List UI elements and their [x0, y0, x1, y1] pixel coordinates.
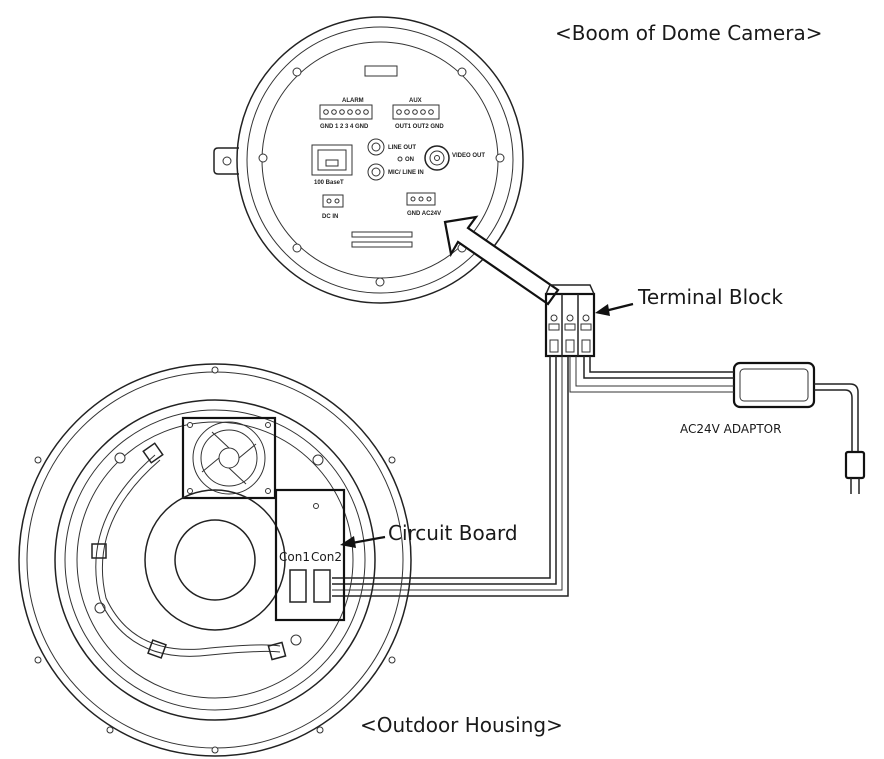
on-label: ON — [405, 157, 414, 163]
video-out-label: VIDEO OUT — [452, 153, 485, 159]
circuit-board-pointer — [340, 535, 386, 548]
aux-terminal: AUX OUT1 OUT2 GND — [392, 98, 444, 130]
connection-arrow — [443, 215, 560, 306]
ac24v-adaptor — [732, 361, 866, 494]
cooling-fan — [181, 416, 277, 500]
alarm-pins-label: GND 1 2 3 4 GND — [320, 124, 369, 130]
terminal-block — [544, 284, 596, 358]
aux-label: AUX — [409, 98, 422, 104]
lan-label: 100 BaseT — [314, 180, 344, 186]
circuit-board-label: Circuit Board — [388, 521, 518, 545]
terminal-block-label: Terminal Block — [637, 285, 783, 309]
terminal-block-pointer — [595, 302, 634, 316]
circuit-board: Con1 Con2 — [274, 488, 346, 622]
outdoor-housing: Con1 Con2 — [18, 363, 412, 757]
ac24v-input-terminal: GND AC24V — [406, 192, 441, 217]
board-wires — [332, 356, 569, 597]
boom-title: <Boom of Dome Camera> — [555, 21, 822, 45]
dc-in-terminal: DC IN — [322, 194, 344, 220]
housing-title: <Outdoor Housing> — [360, 713, 563, 737]
adaptor-wires — [569, 356, 734, 393]
lan-port: 100 BaseT — [311, 144, 353, 186]
alarm-label: ALARM — [342, 98, 364, 104]
ac-in-label: GND AC24V — [407, 211, 441, 217]
dome-camera-boom: ALARM GND 1 2 3 4 GND AUX OUT1 OUT2 GND — [213, 16, 524, 304]
line-out-label: LINE OUT — [388, 145, 416, 151]
con2-label: Con2 — [311, 550, 342, 564]
dc-in-label: DC IN — [322, 214, 338, 220]
con1-connector — [289, 569, 307, 603]
con2-connector — [313, 569, 331, 603]
mic-line-in-label: MIC/ LINE IN — [388, 170, 424, 176]
adaptor-label: AC24V ADAPTOR — [680, 422, 781, 436]
aux-pins-label: OUT1 OUT2 GND — [395, 124, 444, 130]
alarm-terminal: ALARM GND 1 2 3 4 GND — [319, 98, 373, 130]
video-out-connector: VIDEO OUT — [424, 145, 485, 171]
con1-label: Con1 — [279, 550, 310, 564]
audio-jacks: LINE OUT ON MIC/ LINE IN — [367, 138, 424, 181]
